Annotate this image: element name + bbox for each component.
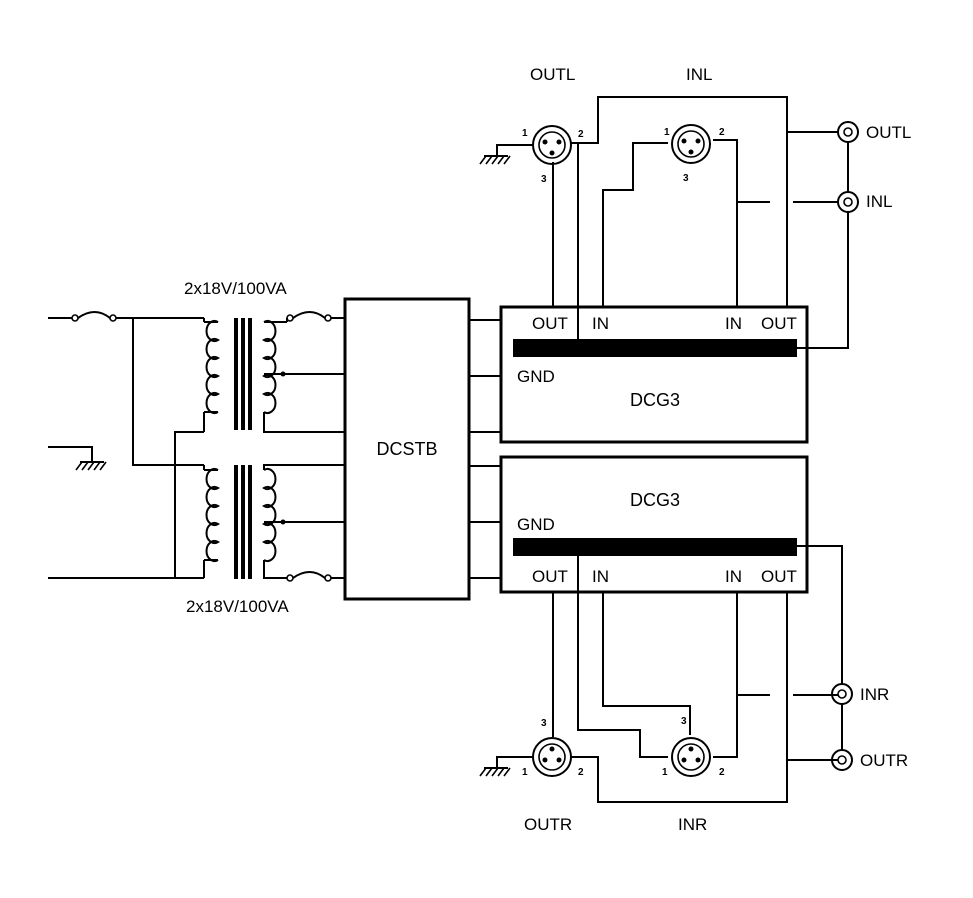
- xlr-out-right-pin2: 2: [578, 767, 584, 778]
- transformer-bottom: 2x18V/100VA: [186, 464, 345, 616]
- xlr-in-right-pin1: 1: [662, 767, 668, 778]
- dcg3-bottom-out-left: OUT: [532, 567, 568, 586]
- earth-ground-icon: [75, 461, 107, 471]
- xlr-in-left-label: INL: [686, 65, 712, 84]
- xlr-in-left-pin3: 3: [683, 173, 689, 184]
- rca-out-right-label: OUTR: [860, 751, 908, 770]
- rca-in-left-connector: INL: [837, 142, 892, 213]
- dcg3-top-block: OUT IN IN OUT GND DCG3: [499, 305, 809, 444]
- rca-in-right-label: INR: [860, 685, 889, 704]
- xlr-in-left-connector: INL 1 2 3: [664, 65, 725, 184]
- xlr-in-left-pin2: 2: [719, 127, 725, 138]
- xlr-out-right-label: OUTR: [524, 815, 572, 834]
- dcg3-bottom-gnd: GND: [517, 515, 555, 534]
- xlr-in-right-label: INR: [678, 815, 707, 834]
- dcg3-top-gnd: GND: [517, 367, 555, 386]
- dcg3-bottom-out-right: OUT: [761, 567, 797, 586]
- transformer-bottom-rating: 2x18V/100VA: [186, 597, 289, 616]
- xlr-in-right-connector: 1 2 3 INR: [662, 716, 725, 834]
- dcstb-block: DCSTB: [343, 297, 501, 601]
- top-wiring: [552, 96, 849, 349]
- dcg3-bottom-label: DCG3: [630, 490, 680, 510]
- xlr-out-left-pin2: 2: [578, 129, 584, 140]
- dcstb-label: DCSTB: [376, 439, 437, 459]
- xlr-out-right-connector: 1 2 3 OUTR: [479, 718, 584, 834]
- xlr-out-left-label: OUTL: [530, 65, 575, 84]
- xlr-out-left-pin3: 3: [541, 174, 547, 185]
- transformer-top-rating: 2x18V/100VA: [184, 279, 287, 298]
- xlr-out-left-connector: OUTL 1 2 3: [479, 65, 584, 185]
- bottom-wiring: [552, 545, 843, 803]
- rca-out-left-label: OUTL: [866, 123, 911, 142]
- dcg3-top-in-right: IN: [725, 314, 742, 333]
- xlr-in-right-pin2: 2: [719, 767, 725, 778]
- rca-out-right-connector: OUTR: [831, 749, 908, 771]
- ground-icon: [479, 155, 511, 165]
- dcg3-top-out-right: OUT: [761, 314, 797, 333]
- rca-in-right-connector: INR: [831, 683, 889, 750]
- dcg3-top-label: DCG3: [630, 390, 680, 410]
- dcg3-top-out-left: OUT: [532, 314, 568, 333]
- xlr-in-right-pin3: 3: [681, 716, 687, 727]
- dcg3-top-in-left: IN: [592, 314, 609, 333]
- mains-input: [48, 311, 204, 579]
- rca-out-left-connector: OUTL: [837, 121, 911, 143]
- dcg3-bottom-block: DCG3 GND OUT IN IN OUT: [499, 455, 809, 594]
- xlr-out-right-pin1: 1: [522, 767, 528, 778]
- dcg3-bottom-in-left: IN: [592, 567, 609, 586]
- transformer-top: 2x18V/100VA: [184, 279, 345, 433]
- xlr-out-left-pin1: 1: [522, 128, 528, 139]
- xlr-in-left-pin1: 1: [664, 127, 670, 138]
- dcg3-bottom-in-right: IN: [725, 567, 742, 586]
- ground-icon: [479, 767, 511, 777]
- xlr-out-right-pin3: 3: [541, 718, 547, 729]
- rca-in-left-label: INL: [866, 192, 892, 211]
